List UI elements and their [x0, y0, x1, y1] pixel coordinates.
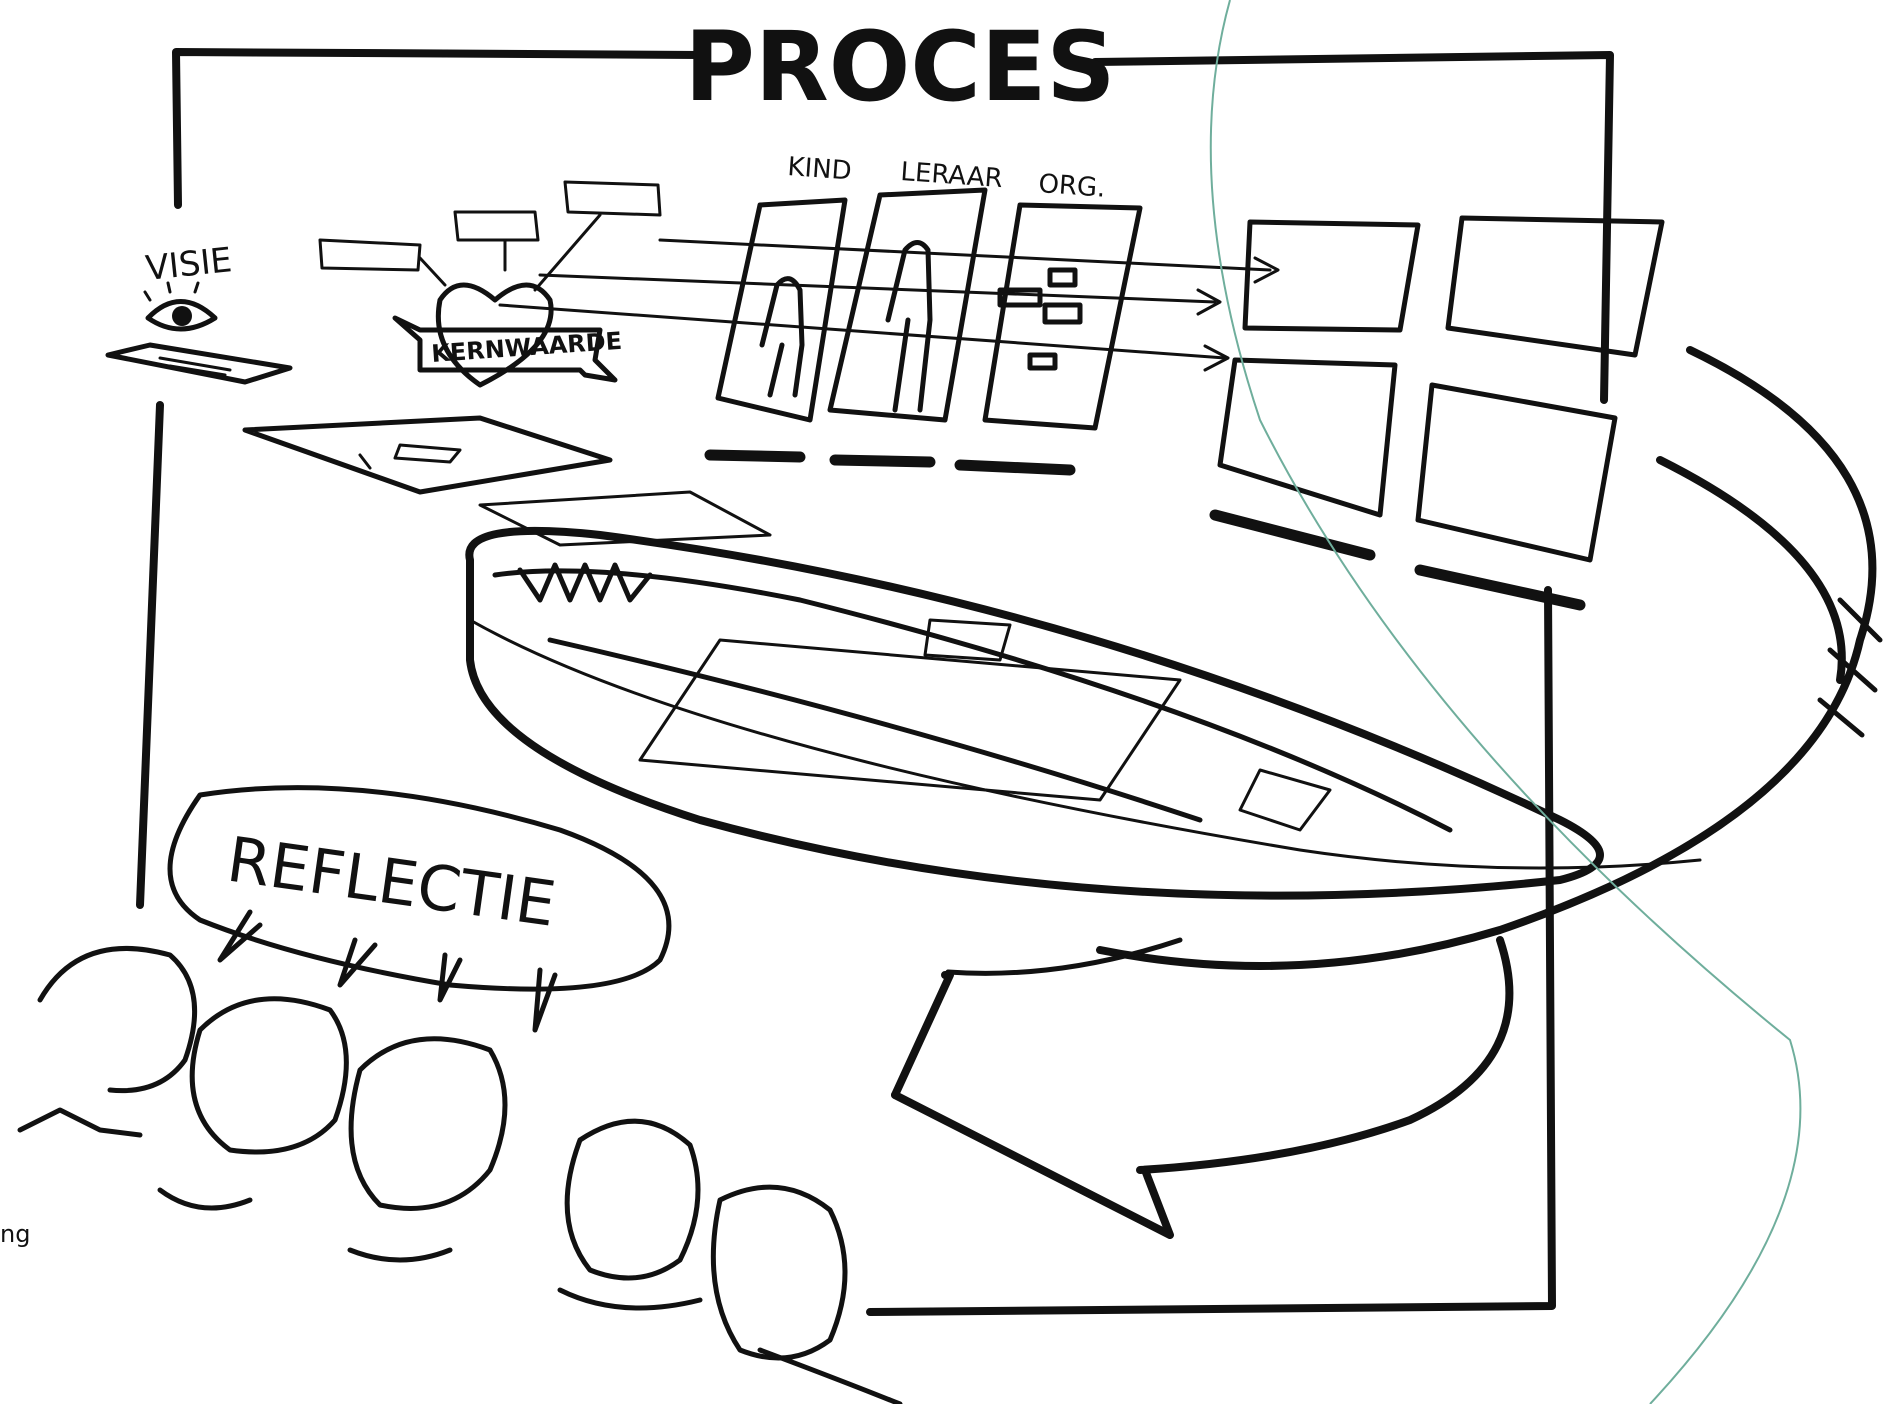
- child-figure: [759, 276, 805, 398]
- audience-head: [189, 996, 349, 1155]
- screen-panel: [1415, 382, 1618, 563]
- process-frame: [136, 48, 1614, 1316]
- reflectie-label: REFLECTIE: [223, 823, 560, 941]
- org-chart-icon: [997, 267, 1083, 371]
- screen-panel: [1445, 215, 1665, 358]
- page-title: PROCES: [684, 11, 1115, 123]
- audience-head: [348, 1036, 508, 1211]
- column-underlines: [704, 449, 1076, 476]
- teacher-figure: [885, 240, 933, 413]
- table-sheet: [638, 638, 1182, 802]
- audience-group: [17, 946, 903, 1404]
- stakeholder-columns: KIND LERAAR ORG.: [704, 152, 1143, 476]
- leraar-label: LERAAR: [900, 157, 1004, 194]
- floor-mat: [242, 415, 613, 495]
- kind-panel: [715, 197, 848, 423]
- audience-head: [37, 946, 198, 1094]
- audience-head: [710, 1184, 848, 1361]
- screen-panel: [1242, 219, 1421, 333]
- note-card: [318, 238, 422, 272]
- visie-label: VISIE: [144, 240, 234, 289]
- visie-document: [105, 342, 293, 385]
- screen-underlines: [1209, 509, 1586, 611]
- visie-group: VISIE: [105, 240, 293, 385]
- kernwaarde-banner: [392, 315, 618, 383]
- leraar-panel: [827, 187, 988, 423]
- note-card: [453, 210, 540, 242]
- screen-panel: [1217, 357, 1398, 518]
- org-label: ORG.: [1038, 169, 1107, 204]
- edge-text-fragment: ng: [0, 1220, 31, 1248]
- audience-head: [564, 1118, 701, 1281]
- loop-arrow: [891, 346, 1883, 1239]
- note-card: [563, 180, 662, 217]
- screen-grid: [1209, 215, 1665, 611]
- kernwaarde-group: KERNWAARDE: [318, 180, 662, 388]
- accent-curve: [1209, 0, 1802, 1404]
- heart-icon: [435, 282, 554, 388]
- reflectie-bubble: REFLECTIE: [167, 785, 672, 1033]
- eye-icon: [143, 281, 218, 332]
- connection-arrows: [498, 238, 1280, 372]
- kind-label: KIND: [787, 152, 853, 186]
- oval-loop: [465, 490, 1702, 900]
- org-panel: [982, 202, 1143, 431]
